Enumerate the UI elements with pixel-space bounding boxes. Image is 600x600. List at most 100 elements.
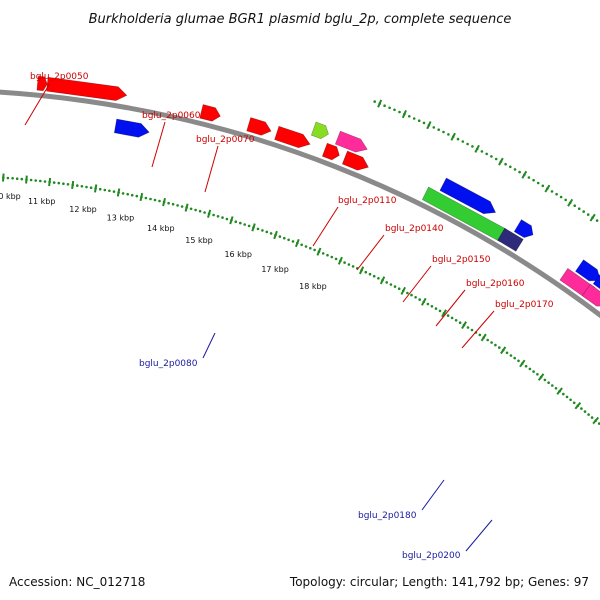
tick-dot xyxy=(490,341,493,344)
tick-dot xyxy=(194,208,197,212)
tick-dot xyxy=(212,213,215,217)
tick-dot xyxy=(547,381,550,385)
gene-label: bglu_2p0070 xyxy=(196,135,255,145)
tick-mark xyxy=(377,99,383,108)
tick-dot xyxy=(513,356,516,360)
tick-mark xyxy=(521,170,528,179)
tick-dot xyxy=(456,137,460,141)
tick-mark xyxy=(207,209,212,218)
tick-mark xyxy=(48,177,52,187)
tick-dot xyxy=(265,230,269,234)
tick-mark xyxy=(273,230,278,240)
tick-dot xyxy=(278,235,282,238)
kbp-label: 12 kbp xyxy=(69,205,97,214)
tick-dot xyxy=(287,238,290,242)
tick-dot xyxy=(509,165,512,169)
tick-mark xyxy=(337,256,343,265)
tick-mark xyxy=(556,387,563,395)
tick-dot xyxy=(572,401,576,405)
tick-mark xyxy=(567,198,574,207)
tick-dot xyxy=(43,180,47,183)
tick-dot xyxy=(98,187,102,191)
tick-mark xyxy=(184,203,189,212)
tick-dot xyxy=(577,207,581,210)
tick-dot xyxy=(559,195,563,199)
tick-mark xyxy=(450,132,456,141)
tick-dot xyxy=(412,117,416,120)
tick-dot xyxy=(498,346,501,349)
gene-arrow-5 xyxy=(113,118,150,138)
tick-dot xyxy=(176,204,179,207)
tick-dot xyxy=(15,177,19,180)
tick-mark xyxy=(229,216,234,225)
tick-dot xyxy=(466,326,470,329)
tick-dot xyxy=(562,392,565,396)
tick-dot xyxy=(478,333,482,337)
gene-label-leader xyxy=(465,519,493,552)
tick-dot xyxy=(326,253,329,257)
gene-labels: bglu_2p0050bglu_2p0060bglu_2p0070bglu_2p… xyxy=(24,72,554,561)
kbp-label: 13 kbp xyxy=(107,213,135,222)
gene-label: bglu_2p0110 xyxy=(338,196,397,206)
tick-dot xyxy=(582,210,585,213)
tick-dot xyxy=(291,240,295,243)
tick-dot xyxy=(216,215,220,218)
plasmid-backbone xyxy=(0,89,600,319)
gene-arrow-9 xyxy=(310,121,329,140)
gene-features xyxy=(36,75,600,307)
tick-dot xyxy=(432,126,436,129)
tick-mark xyxy=(400,286,406,295)
tick-dot xyxy=(112,190,116,193)
tick-dot xyxy=(458,321,462,325)
tick-dot xyxy=(343,261,346,264)
tick-dot xyxy=(76,184,79,187)
tick-mark xyxy=(94,184,98,193)
tick-dot xyxy=(11,177,14,180)
tick-dot xyxy=(597,422,600,425)
tick-mark xyxy=(139,192,144,202)
tick-dot xyxy=(261,229,264,232)
gene-label-leader xyxy=(461,310,495,349)
tick-dot xyxy=(6,176,10,180)
gene-label-leader xyxy=(421,479,445,511)
tick-dot xyxy=(490,155,493,158)
gene-label: bglu_2p0060 xyxy=(142,111,201,121)
gene-label: bglu_2p0200 xyxy=(402,551,461,561)
tick-dot xyxy=(221,216,224,219)
tick-mark xyxy=(498,157,504,166)
tick-dot xyxy=(108,189,111,193)
kbp-label: 15 kbp xyxy=(185,236,213,245)
tick-mark xyxy=(474,144,480,153)
tick-dot xyxy=(447,133,450,136)
tick-dot xyxy=(130,193,134,197)
tick-mark xyxy=(294,238,300,248)
tick-dot xyxy=(437,128,441,131)
tick-mark xyxy=(461,321,467,330)
tick-mark xyxy=(519,359,526,368)
tick-mark xyxy=(589,213,596,222)
kbp-label: 14 kbp xyxy=(147,224,175,233)
tick-dot xyxy=(536,373,539,376)
tick-dot xyxy=(256,227,260,231)
tick-dot xyxy=(565,395,569,399)
tick-dot xyxy=(470,328,474,332)
tick-dot xyxy=(536,181,540,185)
tick-dot xyxy=(39,179,42,183)
scale-tick-rings xyxy=(2,99,600,425)
tick-dot xyxy=(450,316,454,320)
tick-dot xyxy=(66,183,70,186)
tick-dot xyxy=(486,338,490,342)
tick-dot xyxy=(408,115,411,118)
tick-mark xyxy=(441,309,447,318)
tick-mark xyxy=(574,401,582,410)
gene-arrow-8 xyxy=(274,125,311,149)
tick-mark xyxy=(116,188,121,197)
tick-dot xyxy=(57,181,61,185)
map-title: Burkholderia glumae BGR1 plasmid bglu_2p… xyxy=(89,12,512,27)
gene-arrow-18 xyxy=(575,259,600,282)
tick-dot xyxy=(383,104,386,107)
tick-mark xyxy=(544,184,551,193)
tick-dot xyxy=(167,201,170,205)
tick-dot xyxy=(543,378,547,382)
tick-mark xyxy=(316,247,322,256)
